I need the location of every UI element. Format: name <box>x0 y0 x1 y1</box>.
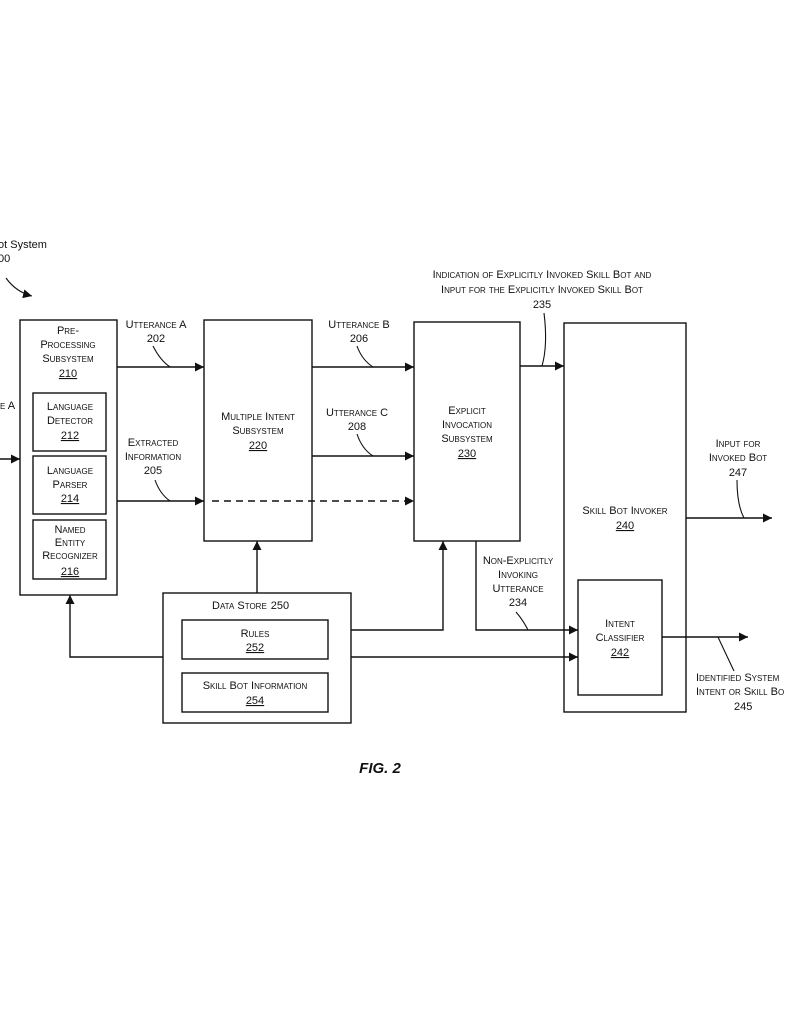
utterance-a-number: 202 <box>147 333 165 345</box>
explicit-invocation-subsystem: Explicit Invocation Subsystem 230 <box>413 321 521 542</box>
language-detector-title-1: Language <box>47 401 93 413</box>
skill-bot-invoker-title: Skill Bot Invoker <box>582 505 667 517</box>
input-for-invoked-bot-label-2: Invoked Bot <box>709 452 767 464</box>
identified-intent-label-2: Intent or Skill Bo <box>696 686 784 698</box>
skill-bot-information-box <box>181 672 329 713</box>
rules-number: 252 <box>246 642 264 654</box>
language-parser-title-2: Parser <box>53 479 88 491</box>
explicit-indication-label-2: Input for the Explicitly Invoked Skill B… <box>441 284 643 296</box>
utterance-c-number: 208 <box>348 421 366 433</box>
explicit-indication-leader <box>541 312 547 367</box>
non-explicit-utterance-arrow <box>475 541 578 635</box>
utterance-a-label: Utterance A <box>126 319 188 331</box>
intent-classifier-title-2: Classifier <box>596 632 645 644</box>
system-number: 00 <box>0 253 10 265</box>
input-for-invoked-bot-leader <box>736 479 745 519</box>
explicit-invocation-number: 230 <box>458 448 476 460</box>
extracted-information-number: 205 <box>144 465 162 477</box>
ner-title-3: Recognizer <box>42 550 98 562</box>
extracted-information-leader <box>154 479 171 502</box>
language-parser-number: 214 <box>61 493 79 505</box>
system-label: ot System <box>0 239 47 251</box>
identified-intent-number: 245 <box>734 701 752 713</box>
preprocessing-subsystem: Pre- Processing Subsystem 210 Language D… <box>19 319 118 596</box>
preprocessing-title-3: Subsystem <box>42 353 94 365</box>
preprocessing-title-1: Pre- <box>57 325 79 337</box>
ner-title-2: Entity <box>55 537 86 549</box>
multiple-intent-subsystem: Multiple Intent Subsystem 220 <box>203 319 313 542</box>
skill-bot-invoker-number: 240 <box>616 520 634 532</box>
rules-box <box>181 619 329 660</box>
explicit-invocation-title-1: Explicit <box>448 405 486 417</box>
figure-caption: FIG. 2 <box>359 760 401 777</box>
datastore-to-explicit-invocation-arrow <box>351 541 448 631</box>
datastore-to-preprocessing-arrow <box>65 595 163 658</box>
identified-intent-label-1: Identified System <box>696 672 780 684</box>
non-explicit-label-2: Invoking <box>498 569 538 581</box>
named-entity-recognizer-box <box>32 519 107 580</box>
multiple-intent-title-2: Subsystem <box>232 425 284 437</box>
utterance-a-leader <box>152 345 171 368</box>
language-parser-box <box>32 455 107 515</box>
explicit-indication-label-1: Indication of Explicitly Invoked Skill B… <box>433 269 652 281</box>
utterance-b-label: Utterance B <box>328 319 389 331</box>
explicit-invocation-title-2: Invocation <box>442 419 492 431</box>
preprocessing-title-2: Processing <box>40 339 95 351</box>
utterance-c-label: Utterance C <box>326 407 388 419</box>
utterance-a-stub-label: e A <box>0 400 16 412</box>
non-explicit-number: 234 <box>509 597 527 609</box>
extracted-information-label-2: Information <box>125 451 181 463</box>
identified-intent-leader <box>717 636 735 672</box>
skill-bot-information-number: 254 <box>246 695 264 707</box>
multiple-intent-number: 220 <box>249 440 267 452</box>
ner-number: 216 <box>61 566 79 578</box>
explicit-indication-number: 235 <box>533 299 551 311</box>
preprocessing-number: 210 <box>59 368 77 380</box>
extracted-information-label-1: Extracted <box>128 437 179 449</box>
language-detector-title-2: Detector <box>47 415 93 427</box>
system-pointer <box>5 277 33 299</box>
skill-bot-information-title: Skill Bot Information <box>203 680 308 692</box>
utterance-c-leader <box>356 433 374 457</box>
non-explicit-label-1: Non-Explicitly <box>483 555 554 567</box>
language-detector-box <box>32 392 107 452</box>
rules-title: Rules <box>241 628 270 640</box>
skill-bot-invoker: Skill Bot Invoker 240 Intent Classifier … <box>563 322 687 713</box>
input-for-invoked-bot-number: 247 <box>729 467 747 479</box>
language-parser-title-1: Language <box>47 465 93 477</box>
input-for-invoked-bot-label-1: Input for <box>716 438 761 450</box>
multiple-intent-title-1: Multiple Intent <box>221 411 295 423</box>
non-explicit-leader <box>515 611 529 631</box>
intent-classifier-number: 242 <box>611 647 629 659</box>
ner-title-1: Named <box>54 524 85 536</box>
utterance-b-leader <box>356 345 374 368</box>
utterance-b-number: 206 <box>350 333 368 345</box>
language-detector-number: 212 <box>61 430 79 442</box>
non-explicit-label-3: Utterance <box>492 583 543 595</box>
intent-classifier-title-1: Intent <box>605 618 635 630</box>
explicit-invocation-title-3: Subsystem <box>441 433 493 445</box>
